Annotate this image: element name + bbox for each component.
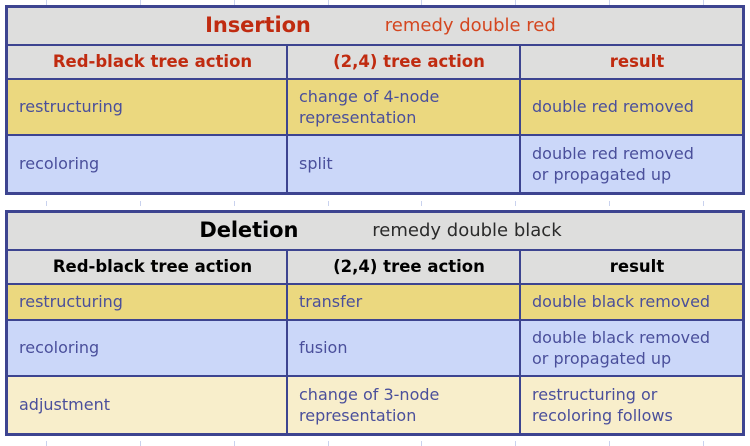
tick-mark (608, 201, 610, 206)
tick-mark (46, 441, 48, 446)
cell-result: double black removed (521, 285, 742, 319)
cell-result: double red removed or propagated up (521, 136, 742, 192)
cell-text-line: double black removed (532, 327, 711, 347)
insertion-col-header-tree-action: (2,4) tree action (288, 46, 521, 78)
cell-result: double black removed or propagated up (521, 321, 742, 375)
table-row: recoloring fusion double black removed o… (8, 321, 742, 377)
cell-text-line: fusion (299, 338, 348, 358)
deletion-col-header-result: result (609, 257, 665, 277)
cell-action: recoloring (8, 321, 288, 375)
cell-text-line: double red removed (532, 143, 694, 163)
cell-text-line: representation (299, 406, 417, 425)
cell-text-line: change of 3-node (299, 384, 440, 404)
deletion-title: Deletion (199, 218, 299, 243)
cell-text-line: change of 4-node (299, 86, 440, 106)
insertion-subtitle: remedy double red (384, 15, 556, 37)
cell-action: restructuring (8, 285, 288, 319)
tick-mark (327, 441, 329, 446)
table-row: adjustment change of 3-node representati… (8, 377, 742, 433)
tick-mark (421, 201, 423, 206)
deletion-header-row: Red-black tree action (2,4) tree action … (8, 251, 742, 285)
tick-mark (327, 201, 329, 206)
tick-mark (421, 441, 423, 446)
cell-tree-action: split (288, 136, 521, 192)
insertion-header-row: Red-black tree action (2,4) tree action … (8, 46, 742, 80)
deletion-title-row: Deletion remedy double black (8, 213, 742, 251)
middle-tick-guides (0, 201, 750, 206)
insertion-table: Insertion remedy double red Red-black tr… (5, 5, 745, 195)
tick-mark (233, 201, 235, 206)
deletion-col-header-action: Red-black tree action (8, 251, 288, 283)
tick-mark (515, 441, 517, 446)
tick-mark (702, 441, 704, 446)
insertion-title: Insertion (205, 13, 311, 38)
cell-action: recoloring (8, 136, 288, 192)
tick-mark (140, 441, 142, 446)
tick-mark (702, 201, 704, 206)
table-row: restructuring change of 4-node represent… (8, 80, 742, 136)
cell-tree-action: change of 3-node representation (288, 377, 521, 433)
insertion-title-cell: Insertion remedy double red (8, 12, 742, 40)
cell-text-line: or propagated up (532, 349, 672, 368)
table-row: recoloring split double red removed or p… (8, 136, 742, 192)
tick-mark (608, 441, 610, 446)
bottom-tick-guides (0, 441, 750, 446)
cell-text-line: split (299, 154, 333, 174)
cell-text-line: or propagated up (532, 165, 672, 184)
deletion-col-header-tree-action: (2,4) tree action (288, 251, 521, 283)
tick-mark (140, 201, 142, 206)
deletion-table: Deletion remedy double black Red-black t… (5, 210, 745, 436)
tick-mark (515, 201, 517, 206)
deletion-subtitle: remedy double black (372, 220, 562, 242)
cell-action: restructuring (8, 80, 288, 134)
insertion-title-row: Insertion remedy double red (8, 8, 742, 46)
insertion-col-header-action: Red-black tree action (8, 46, 288, 78)
cell-result: restructuring or recoloring follows (521, 377, 742, 433)
cell-tree-action: change of 4-node representation (288, 80, 521, 134)
cell-text-line: restructuring or (532, 384, 658, 404)
cell-action: adjustment (8, 377, 288, 433)
cell-text-line: double black removed (532, 292, 711, 312)
tick-mark (233, 441, 235, 446)
cell-text-line: recoloring follows (532, 406, 673, 425)
cell-tree-action: fusion (288, 321, 521, 375)
insertion-col-header-result: result (609, 52, 665, 72)
cell-text-line: transfer (299, 292, 363, 312)
cell-result: double red removed (521, 80, 742, 134)
cell-text-line: representation (299, 108, 417, 127)
cell-tree-action: transfer (288, 285, 521, 319)
deletion-title-cell: Deletion remedy double black (8, 217, 742, 245)
tick-mark (46, 201, 48, 206)
cell-text-line: double red removed (532, 97, 694, 117)
table-row: restructuring transfer double black remo… (8, 285, 742, 321)
